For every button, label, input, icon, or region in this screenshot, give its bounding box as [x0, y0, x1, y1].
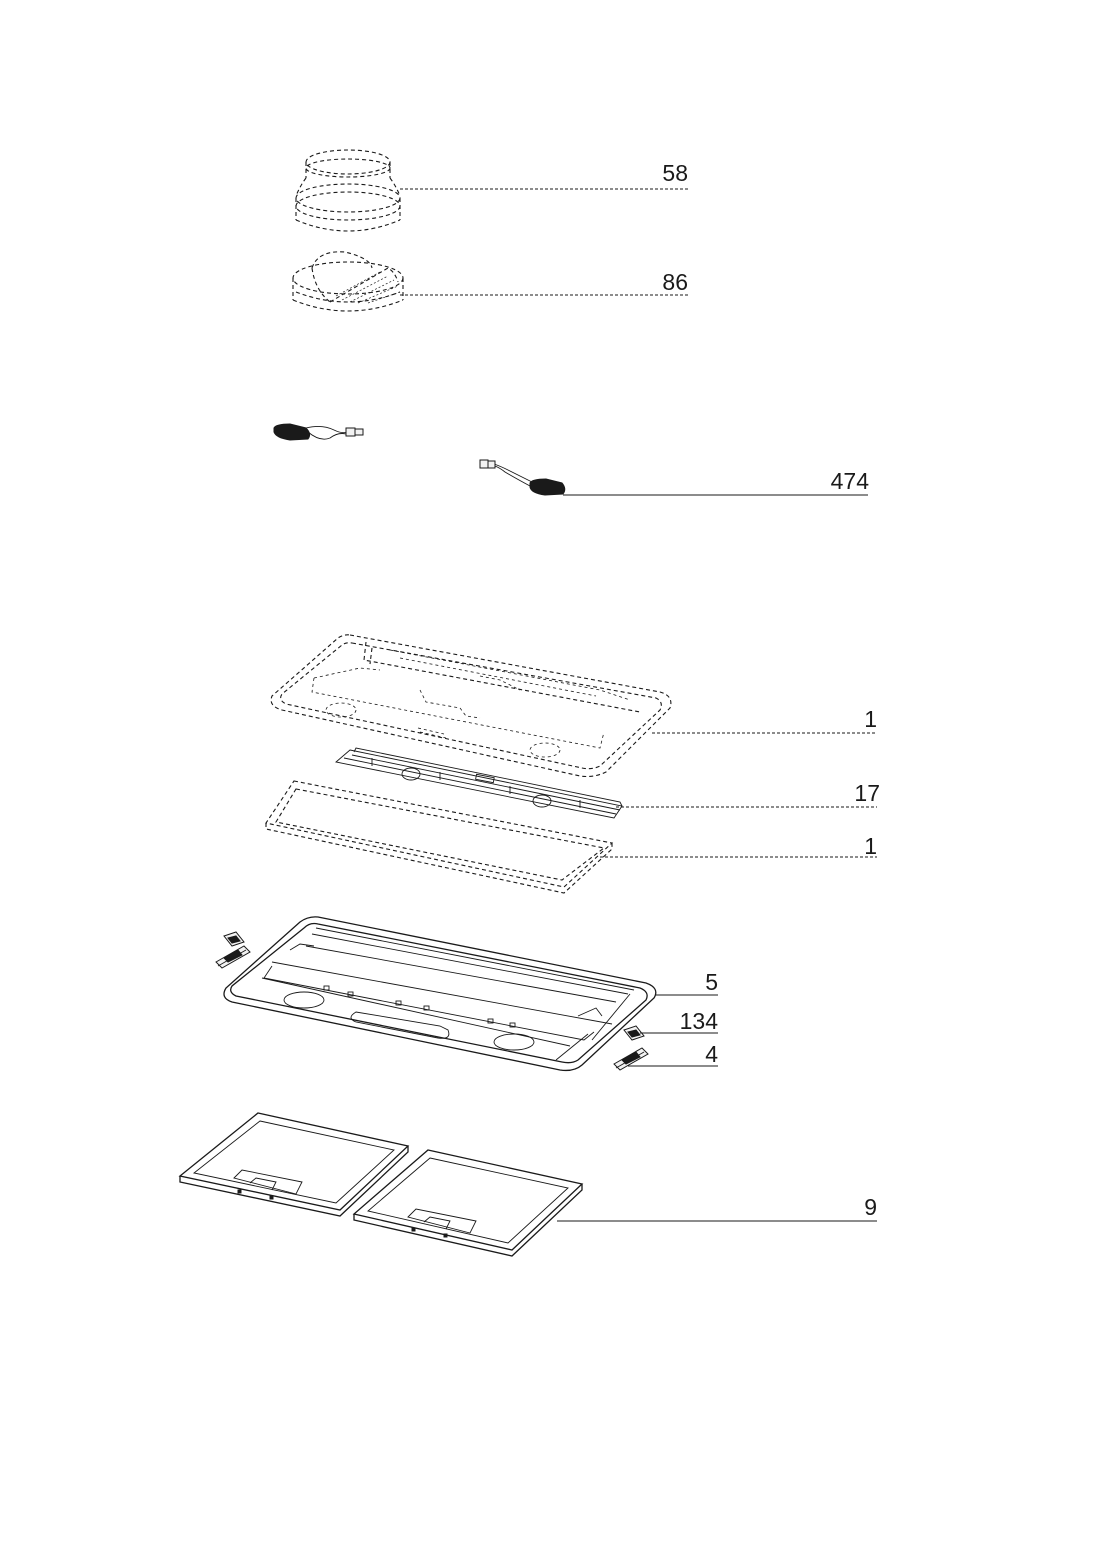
part-17-mounting-strip[interactable] [335, 747, 623, 819]
callout-58: 58 [662, 160, 688, 186]
part-474-lamp-left[interactable] [273, 423, 364, 441]
part-134-clip-left[interactable] [223, 931, 245, 947]
part-1-casing-top[interactable] [270, 634, 672, 778]
part-86-backdraft-damper[interactable] [292, 251, 404, 312]
callout-474: 474 [831, 468, 870, 494]
callout-5: 5 [705, 969, 718, 995]
callout-labels: 58 86 474 1 17 1 5 134 4 9 [662, 160, 880, 1220]
part-4-bracket-left[interactable] [215, 945, 251, 969]
callout-1-top: 1 [864, 706, 877, 732]
part-58-duct-adapter[interactable] [295, 149, 401, 232]
callout-17: 17 [854, 780, 880, 806]
callout-4: 4 [705, 1041, 718, 1067]
part-4-bracket-right[interactable] [613, 1047, 649, 1071]
callout-134: 134 [680, 1008, 719, 1034]
part-474-lamp-right[interactable] [479, 459, 566, 496]
part-9-grease-filter-left[interactable] [178, 1112, 410, 1217]
callout-9: 9 [864, 1194, 877, 1220]
part-9-grease-filter-right[interactable] [352, 1149, 584, 1257]
leader-lines [400, 188, 877, 1222]
callout-86: 86 [662, 269, 688, 295]
part-5-hood-frame[interactable] [223, 916, 657, 1072]
part-1-panel-bottom[interactable] [265, 780, 614, 894]
part-134-clip-right[interactable] [623, 1025, 645, 1041]
callout-1-bottom: 1 [864, 833, 877, 859]
